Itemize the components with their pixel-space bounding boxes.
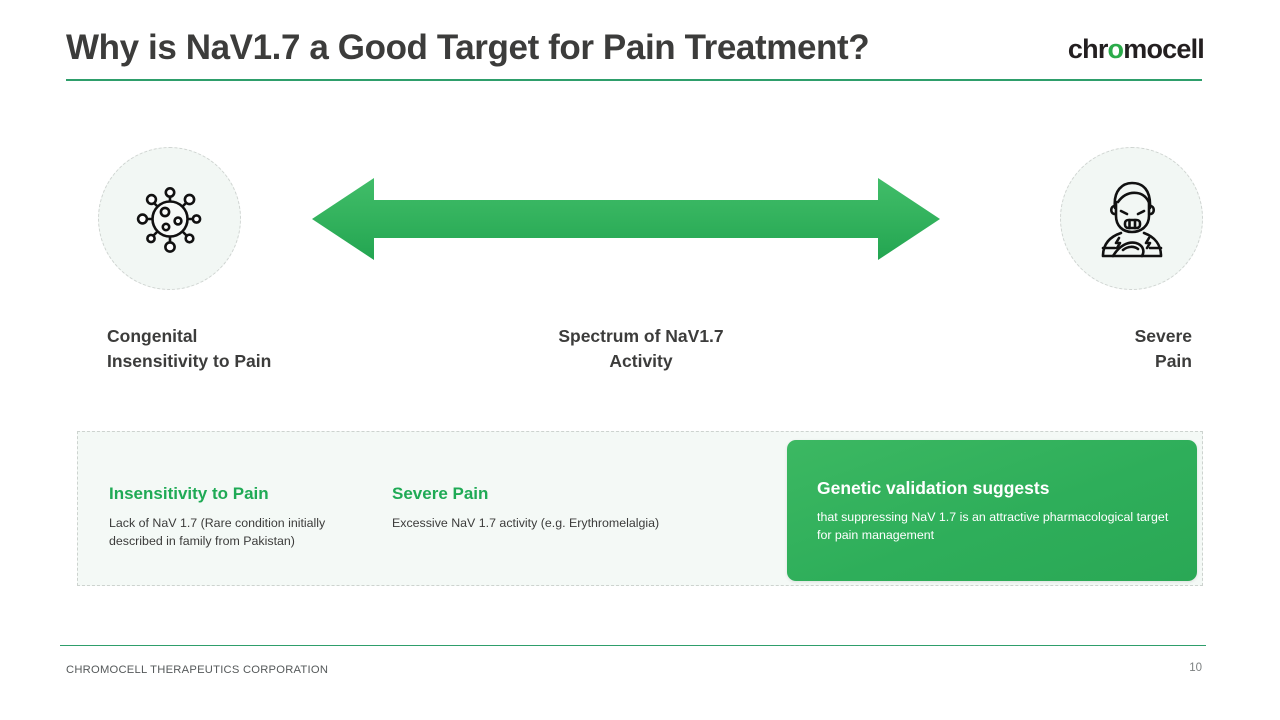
caption-center-line1: Spectrum of NaV1.7 xyxy=(558,326,724,346)
page-number: 10 xyxy=(1189,662,1202,674)
caption-center-line2: Activity xyxy=(609,350,673,371)
caption-severe-pain: Severe Pain xyxy=(1135,324,1192,374)
info-column-insensitivity: Insensitivity to Pain Lack of NaV 1.7 (R… xyxy=(109,484,379,551)
page-title: Why is NaV1.7 a Good Target for Pain Tre… xyxy=(66,28,870,67)
caption-congenital-insensitivity: Congenital Insensitivity to Pain xyxy=(107,324,271,374)
title-divider xyxy=(66,79,1202,81)
footer-divider xyxy=(60,645,1206,647)
caption-left-line1: Congenital xyxy=(107,326,198,346)
right-icon-bubble xyxy=(1060,147,1203,290)
genetic-validation-card: Genetic validation suggests that suppres… xyxy=(787,440,1197,581)
logo-accent-letter: o xyxy=(1107,34,1124,64)
info-column-heading: Severe Pain xyxy=(392,484,489,503)
caption-left-line2: Insensitivity to Pain xyxy=(107,350,272,371)
caption-spectrum-activity: Spectrum of NaV1.7 Activity xyxy=(451,324,831,374)
genetic-card-body: that suppressing NaV 1.7 is an attractiv… xyxy=(817,510,1169,542)
info-panel: Insensitivity to Pain Lack of NaV 1.7 (R… xyxy=(77,431,1203,586)
chromocell-logo: chromocell xyxy=(1067,34,1205,64)
caption-right-line2: Pain xyxy=(1155,350,1192,371)
info-column-body: Excessive NaV 1.7 activity (e.g. Erythro… xyxy=(392,516,660,531)
caption-right-line1: Severe xyxy=(1134,326,1192,346)
double-headed-arrow-icon xyxy=(312,178,940,260)
genetic-card-heading: Genetic validation suggests xyxy=(817,478,1050,498)
logo-text-after: mocell xyxy=(1123,34,1205,64)
virus-cell-icon xyxy=(136,186,201,253)
left-icon-bubble xyxy=(98,147,241,290)
info-column-body: Lack of NaV 1.7 (Rare condition initiall… xyxy=(109,516,326,549)
spectrum-arrow xyxy=(312,176,940,262)
logo-text-before: chr xyxy=(1067,34,1108,64)
person-in-pain-icon xyxy=(1101,181,1162,257)
info-column-severe-pain: Severe Pain Excessive NaV 1.7 activity (… xyxy=(392,484,722,533)
info-column-heading: Insensitivity to Pain xyxy=(109,484,269,503)
footer-company-name: CHROMOCELL THERAPEUTICS CORPORATION xyxy=(66,664,329,676)
